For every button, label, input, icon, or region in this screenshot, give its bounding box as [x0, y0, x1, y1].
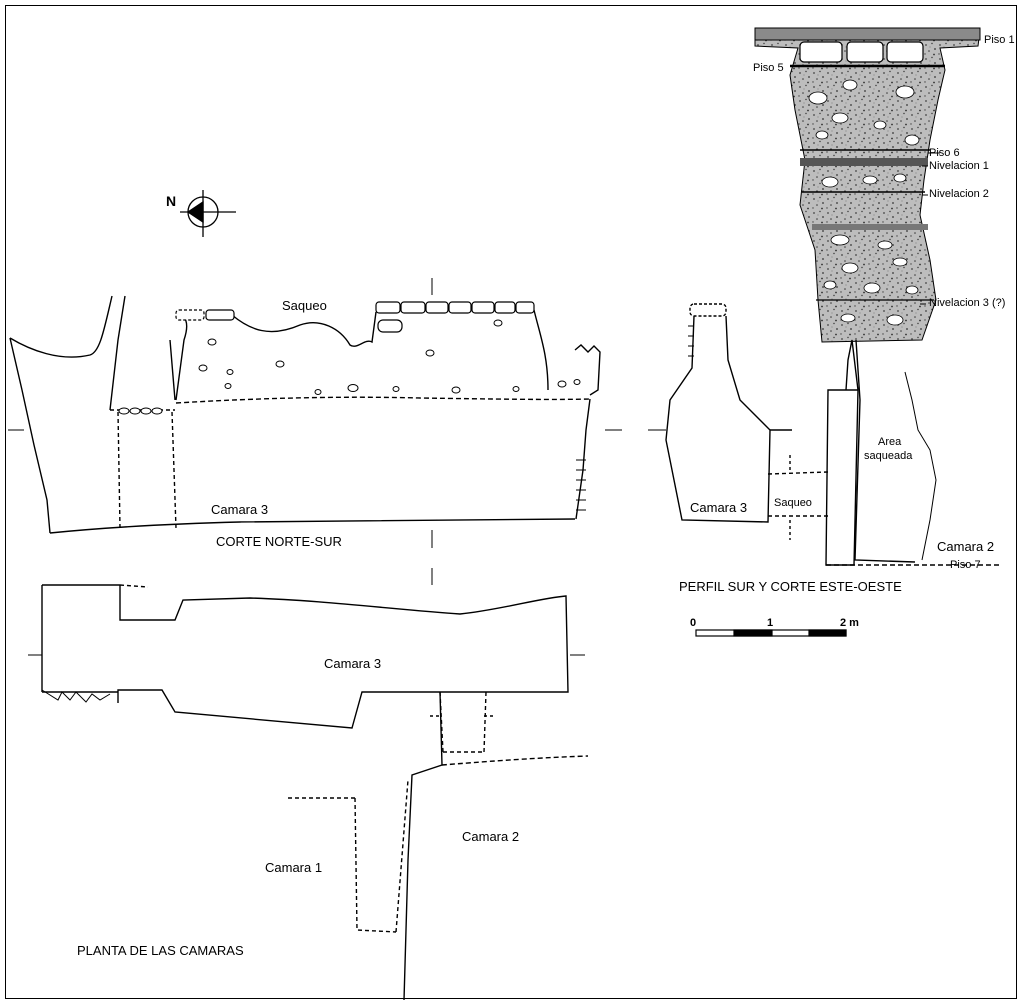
layer-piso5: Piso 5: [753, 62, 784, 74]
layer-nivelacion2: Nivelacion 2: [929, 188, 989, 200]
planta-camara3-label: Camara 3: [324, 656, 382, 671]
perfil-camara3-label: Camara 3: [690, 500, 748, 515]
corte-camara3-label: Camara 3: [211, 502, 269, 517]
figure-frame: [5, 5, 1017, 999]
layer-leader-lines: [920, 39, 980, 305]
perfil-saqueo-label: Saqueo: [774, 497, 812, 509]
layer-piso6: Piso 6: [929, 147, 960, 159]
scale-tick-2: 2 m: [840, 617, 859, 629]
corte-norte-sur-drawing: [9, 295, 601, 534]
planta-camara1-label: Camara 1: [265, 860, 323, 875]
area-saqueada-line1: Area: [878, 436, 902, 448]
saqueo-pebbles: [118, 319, 581, 415]
corte-este-oeste-drawing: [665, 303, 1000, 566]
corte-saqueo-label: Saqueo: [282, 298, 327, 313]
layer-nivelacion3: Nivelacion 3 (?): [929, 297, 1006, 309]
layer-nivelacion1: Nivelacion 1: [929, 160, 989, 172]
scale-tick-1: 1: [767, 617, 774, 629]
layer-piso1: Piso 1: [984, 34, 1015, 46]
planta-title: PLANTA DE LAS CAMARAS: [77, 943, 244, 958]
scale-bar: [695, 629, 847, 637]
perfil-title: PERFIL SUR Y CORTE ESTE-OESTE: [679, 579, 902, 594]
perfil-camara2-label: Camara 2: [937, 539, 995, 554]
north-arrow-icon: [180, 190, 236, 237]
area-saqueada-line2: saqueada: [864, 450, 913, 462]
planta-camara2-label: Camara 2: [462, 829, 520, 844]
corte-norte-sur-title: CORTE NORTE-SUR: [216, 534, 342, 549]
north-label: N: [166, 193, 177, 209]
layer-piso7: Piso 7: [950, 559, 981, 571]
stratigraphic-column: [754, 27, 981, 343]
saqueo-stone-row: [175, 301, 535, 333]
corte-axis-marks: [8, 278, 622, 548]
planta-axis-marks: [28, 568, 585, 656]
planta-drawing: [41, 584, 589, 1001]
scale-tick-0: 0: [690, 617, 697, 629]
